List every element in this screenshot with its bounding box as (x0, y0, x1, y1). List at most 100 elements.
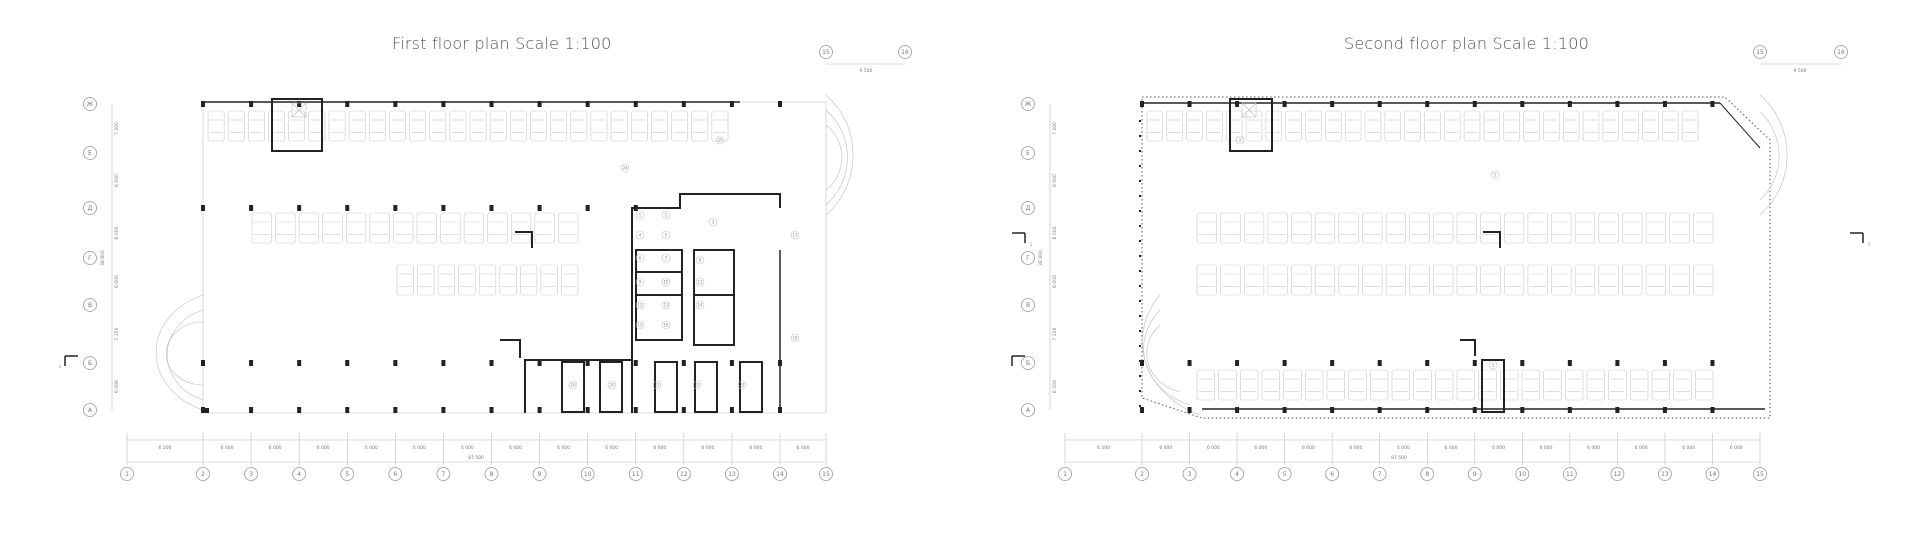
lobby-room (739, 361, 763, 413)
col-axis-3-label: 3 (249, 471, 253, 478)
col-axis-11-bubble (628, 467, 643, 481)
col-axis-11-bubble (1562, 467, 1577, 481)
top-axis-15-bubble (819, 45, 833, 59)
dim-span: 6 000 (1254, 445, 1267, 451)
dim-total: 87 500 (468, 455, 484, 461)
row-axis-В-bubble (1021, 298, 1035, 312)
col-axis-3-bubble (244, 467, 258, 481)
elevator-cab (291, 102, 307, 118)
corner-wall (1460, 339, 1476, 356)
car-top-23 (671, 110, 688, 142)
col-axis-9-bubble (532, 467, 547, 481)
lobby-room (561, 361, 585, 413)
car-mid1-2 (298, 212, 320, 244)
car-top-16 (1463, 110, 1481, 142)
car-mid1-14 (1527, 212, 1548, 244)
structural-column (297, 407, 302, 413)
room-number-8: 8 (699, 257, 702, 262)
car-mid1-18 (1622, 212, 1643, 244)
perimeter-post (1139, 135, 1141, 137)
row-axis-Д-label: Д (1026, 205, 1031, 212)
car-top-19 (1523, 110, 1540, 142)
car-mid2-19 (1645, 264, 1667, 296)
structural-column (489, 407, 494, 413)
car-top-25 (1642, 110, 1659, 142)
structural-column (1662, 407, 1667, 413)
car-top-11 (429, 110, 447, 142)
car-mid1-1 (275, 212, 296, 244)
ramp-left-outer (1142, 294, 1201, 416)
corner-wall (515, 231, 533, 248)
car-mid1-8 (440, 212, 461, 244)
room-marker-13 (661, 300, 671, 310)
car-top-15 (1444, 110, 1461, 142)
lobby-room (694, 361, 718, 413)
row-axis-В-label: В (1026, 302, 1030, 309)
col-axis-13-label: 13 (1661, 471, 1669, 478)
col-axis-10-label: 10 (584, 471, 592, 478)
dim-span: 6 000 (365, 445, 378, 451)
structural-column (633, 407, 638, 413)
col-axis-4-bubble (292, 467, 307, 481)
car-top-17 (550, 110, 568, 142)
ramp-left-core (166, 321, 204, 386)
car-mid2-5 (1314, 264, 1336, 296)
structural-column (297, 360, 302, 366)
row-axis-Ж-label: Ж (87, 101, 94, 108)
structural-column (297, 101, 302, 107)
col-axis-5-bubble (1277, 467, 1292, 481)
structural-column (1425, 101, 1430, 107)
structural-column (201, 205, 205, 211)
room-marker-1 (635, 210, 645, 220)
row-axis-Г-label: Г (1026, 255, 1030, 262)
structural-column (441, 360, 446, 366)
room-number-1: 1 (1239, 137, 1242, 142)
car-top-18 (570, 110, 588, 142)
car-mid2-2 (437, 264, 455, 296)
car-bottom-0 (1196, 369, 1215, 401)
room-number-12: 12 (637, 302, 643, 307)
room-number-13: 13 (663, 302, 669, 307)
col-axis-2-label: 2 (201, 471, 205, 478)
structural-column (1662, 360, 1667, 366)
car-top-25 (711, 110, 729, 142)
col-axis-8-bubble (1420, 467, 1435, 481)
car-bottom-15 (1521, 369, 1540, 401)
dim-span: 6 000 (1207, 445, 1220, 451)
structural-column (489, 101, 494, 107)
car-top-4 (1225, 110, 1243, 142)
col-axis-1-label: 1 (125, 471, 129, 478)
ramp-left-inner (166, 309, 204, 401)
row-axis-В-label: В (88, 302, 92, 309)
car-mid1-12 (1480, 212, 1501, 244)
outer-wall-diagonal (1719, 102, 1761, 149)
room-number-3: 3 (712, 219, 715, 224)
perimeter-post (1139, 315, 1141, 317)
room-number-21: 21 (654, 382, 660, 387)
col-axis-9-label: 9 (1473, 471, 1477, 478)
structural-column (1282, 360, 1287, 366)
car-top-20 (1543, 110, 1560, 142)
car-mid1-3 (322, 212, 343, 244)
corner-wall (500, 339, 521, 358)
dim-span: 6 000 (797, 445, 810, 451)
col-axis-8-label: 8 (490, 471, 494, 478)
structural-column (585, 407, 590, 413)
service-walls (631, 193, 781, 413)
dim-span: 6 000 (221, 445, 234, 451)
col-axis-5-label: 5 (1283, 471, 1287, 478)
room-marker-11 (695, 277, 705, 287)
elevator-core (1229, 98, 1273, 152)
dim-span: 6 500 (1097, 445, 1110, 451)
row-axis-Б-label: Б (1026, 360, 1030, 367)
car-mid2-5 (499, 264, 517, 296)
col-axis-12-label: 12 (1614, 471, 1622, 478)
room-marker-19 (568, 380, 578, 390)
col-axis-10-label: 10 (1518, 471, 1526, 478)
col-axis-8-label: 8 (1425, 471, 1429, 478)
structural-column (249, 407, 254, 413)
structural-column (345, 407, 350, 413)
room-marker-7 (661, 253, 671, 263)
structural-column (633, 360, 638, 366)
car-bottom-18 (1586, 369, 1605, 401)
